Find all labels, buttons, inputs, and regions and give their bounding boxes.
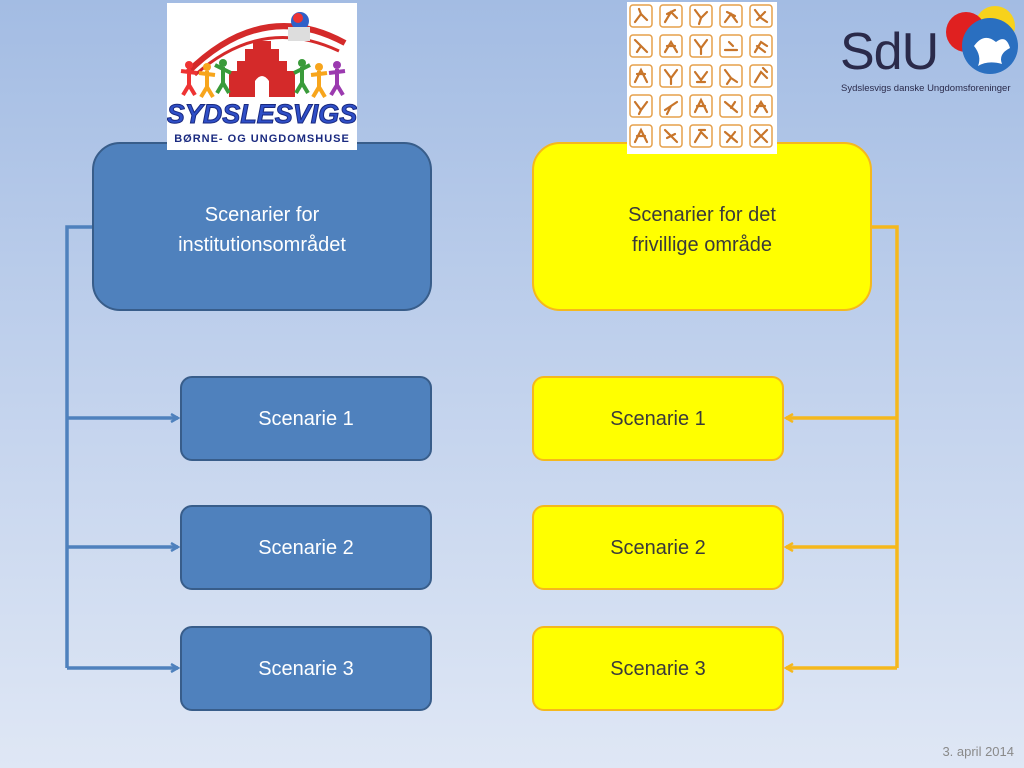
sdu-mark: SdU bbox=[840, 23, 939, 81]
sydslesvig-logo: SYDSLESVIGS BØRNE- OG UNGDOMSHUSE bbox=[167, 3, 357, 150]
left-trunk-line bbox=[65, 225, 93, 668]
sdu-logo bbox=[946, 6, 1018, 74]
institution-scenario-3: Scenarie 3 bbox=[180, 626, 432, 711]
voluntary-scenario-1: Scenarie 1 bbox=[532, 376, 784, 461]
institution-scenario-3-label: Scenarie 3 bbox=[258, 657, 354, 680]
voluntary-header-box: Scenarier for det frivillige område bbox=[532, 142, 872, 311]
slide-date: 3. april 2014 bbox=[942, 744, 1014, 759]
voluntary-scenario-2: Scenarie 2 bbox=[532, 505, 784, 590]
voluntary-scenario-1-label: Scenarie 1 bbox=[610, 407, 706, 430]
right-connectors bbox=[786, 225, 899, 668]
sdu-name: Sydslesvigs danske Ungdomsforeninger bbox=[841, 83, 1011, 94]
institution-scenario-2: Scenarie 2 bbox=[180, 505, 432, 590]
institution-scenario-1: Scenarie 1 bbox=[180, 376, 432, 461]
voluntary-scenario-3-label: Scenarie 3 bbox=[610, 657, 706, 680]
left-connectors bbox=[65, 225, 178, 668]
institution-header-box: Scenarier for institutionsområdet bbox=[92, 142, 432, 311]
voluntary-header-label: Scenarier for det frivillige område bbox=[628, 204, 776, 256]
svg-text:BØRNE- OG UNGDOMSHUSE: BØRNE- OG UNGDOMSHUSE bbox=[174, 133, 350, 145]
svg-text:SYDSLESVIGS: SYDSLESVIGS bbox=[167, 99, 357, 129]
institution-scenario-1-label: Scenarie 1 bbox=[258, 407, 354, 430]
sports-pictogram-logo bbox=[627, 2, 777, 154]
voluntary-scenario-3: Scenarie 3 bbox=[532, 626, 784, 711]
voluntary-scenario-2-label: Scenarie 2 bbox=[610, 536, 706, 559]
institution-scenario-2-label: Scenarie 2 bbox=[258, 536, 354, 559]
institution-header-label: Scenarier for institutionsområdet bbox=[178, 204, 346, 256]
right-trunk-line bbox=[871, 225, 899, 668]
